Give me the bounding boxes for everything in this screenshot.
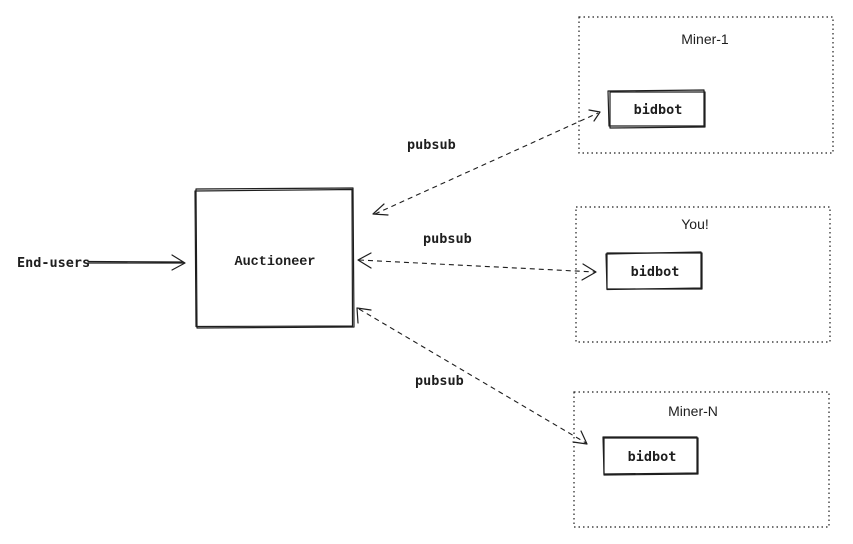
you-title: You! <box>681 216 709 232</box>
miner-1-title: Miner-1 <box>681 31 729 47</box>
miner-1-bidbot-box: bidbot <box>607 89 706 129</box>
pubsub-link-miner-n <box>356 307 588 445</box>
miner-1-bidbot-label: bidbot <box>634 102 683 118</box>
miner-n-title: Miner-N <box>668 403 718 419</box>
pubsub-label-you: pubsub <box>423 231 472 247</box>
you-container: You! bidbot <box>575 206 831 343</box>
auctioneer-box: Auctioneer <box>194 187 355 329</box>
pubsub-label-miner-1: pubsub <box>407 137 456 153</box>
miner-n-bidbot-label: bidbot <box>628 449 677 465</box>
end-users-label: End-users <box>17 255 90 271</box>
miner-1-container: Miner-1 bidbot <box>578 16 834 154</box>
you-bidbot-label: bidbot <box>631 264 680 280</box>
auctioneer-label: Auctioneer <box>234 255 315 270</box>
pubsub-link-miner-1 <box>372 109 601 216</box>
end-users-arrow <box>87 254 186 271</box>
miner-n-bidbot-box: bidbot <box>602 436 699 476</box>
you-bidbot-box: bidbot <box>605 251 703 291</box>
pubsub-link-you <box>357 252 597 281</box>
pubsub-label-miner-n: pubsub <box>415 373 464 389</box>
miner-n-container: Miner-N bidbot <box>573 391 830 528</box>
